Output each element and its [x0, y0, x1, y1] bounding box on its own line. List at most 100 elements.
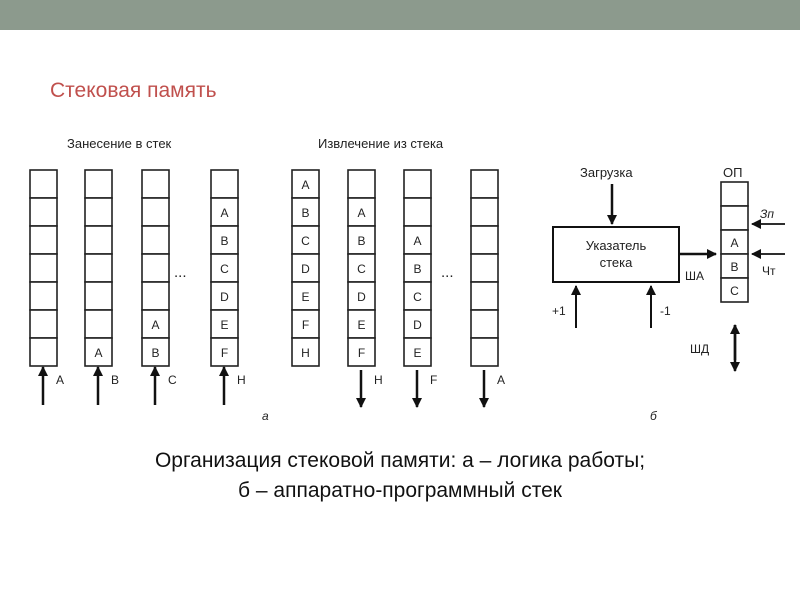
stack-cell — [141, 225, 170, 255]
stack-cell — [347, 169, 376, 199]
diagram-a: Занесение в стек Извлечение из стека AAB… — [29, 136, 505, 423]
stack-cell-value: F — [358, 346, 365, 360]
stack-cell — [29, 169, 58, 199]
top-bar — [0, 0, 800, 30]
stack-cell — [347, 197, 376, 227]
stack-cell — [210, 309, 239, 339]
memory-label: ОП — [723, 165, 742, 180]
stack-cell — [84, 169, 113, 199]
stack-cell — [291, 169, 320, 199]
stack-cell — [141, 197, 170, 227]
stack-cell-value: D — [413, 318, 422, 332]
address-bus-label: ША — [685, 269, 704, 283]
minus-label: -1 — [660, 304, 671, 318]
stack-cell-value: C — [357, 262, 366, 276]
diagram-a-label: а — [262, 409, 269, 423]
slide-title: Стековая память — [50, 79, 217, 102]
stack-cell-value: D — [220, 290, 229, 304]
stack-cell — [470, 169, 499, 199]
memory-cell — [720, 181, 749, 207]
arrow-label: A — [497, 373, 505, 387]
stack-cell-value: A — [301, 178, 309, 192]
memory-column: ABC — [720, 181, 749, 303]
stack-cell-value: E — [357, 318, 365, 332]
stack-cell-value: E — [301, 290, 309, 304]
pointer-label-line1: Указатель — [586, 238, 647, 253]
stack-cell-value: C — [301, 234, 310, 248]
caption-line-2: б – аппаратно-программный стек — [238, 479, 562, 502]
stack-cell — [403, 281, 432, 311]
stack-cell — [141, 253, 170, 283]
stack-cell-value: D — [301, 262, 310, 276]
stack-cell — [29, 225, 58, 255]
plus-label: +1 — [552, 304, 566, 318]
arrow-label: H — [374, 373, 383, 387]
arrow-label: H — [237, 373, 246, 387]
stack-cell — [29, 309, 58, 339]
stack-column: AB — [84, 169, 119, 405]
stack-cell-value: A — [220, 206, 228, 220]
arrow-label: C — [168, 373, 177, 387]
diagram-b-label: б — [650, 409, 658, 423]
arrow-label: A — [56, 373, 64, 387]
stack-cell — [291, 197, 320, 227]
stack-cell — [84, 309, 113, 339]
pointer-label-line2: стека — [600, 255, 634, 270]
stack-cell — [210, 169, 239, 199]
stack-cell — [403, 337, 432, 367]
stack-cell-value: B — [220, 234, 228, 248]
stack-cell — [291, 337, 320, 367]
stack-cell-value: A — [357, 206, 365, 220]
memory-cell — [720, 277, 749, 303]
memory-cell — [720, 205, 749, 231]
stack-cell — [470, 197, 499, 227]
stack-cell — [403, 197, 432, 227]
load-label: Загрузка — [580, 165, 633, 180]
stack-cell — [29, 337, 58, 367]
stack-cell — [141, 337, 170, 367]
arrow-label: F — [430, 373, 437, 387]
stack-cell — [141, 281, 170, 311]
stack-cell — [29, 197, 58, 227]
stack-cell — [84, 197, 113, 227]
stack-column: A — [470, 169, 505, 408]
stack-cell — [84, 281, 113, 311]
stack-cell — [210, 337, 239, 367]
stack-cell — [470, 309, 499, 339]
stack-cell — [84, 225, 113, 255]
stack-cell — [141, 309, 170, 339]
ellipsis-pop: ... — [441, 264, 454, 281]
stack-cell-value: E — [413, 346, 421, 360]
push-heading: Занесение в стек — [67, 136, 172, 151]
stack-column: A — [29, 169, 64, 405]
stack-cell — [470, 281, 499, 311]
arrow-label: B — [111, 373, 119, 387]
stack-cell-value: C — [413, 290, 422, 304]
diagram-b: Загрузка Указатель стека +1 -1 ША ОП ABC… — [552, 165, 785, 423]
stack-cell — [210, 281, 239, 311]
stack-memory-figure: Занесение в стек Извлечение из стека AAB… — [29, 136, 785, 423]
stack-pointer-box — [552, 226, 680, 283]
stack-cell — [470, 337, 499, 367]
stack-cell-value: B — [413, 262, 421, 276]
stack-cell-value: A — [413, 234, 421, 248]
memory-cell-value: A — [730, 236, 738, 250]
pop-heading: Извлечение из стека — [318, 136, 444, 151]
memory-cell-value: C — [730, 284, 739, 298]
stack-column: ABC — [141, 169, 177, 405]
caption-line-1: Организация стековой памяти: а – логика … — [154, 449, 646, 472]
data-bus-label: ШД — [690, 342, 709, 356]
stack-cell — [470, 225, 499, 255]
stack-cell-value: F — [302, 318, 309, 332]
stack-cell-value: B — [151, 346, 159, 360]
stack-cell — [29, 281, 58, 311]
stack-cell — [347, 253, 376, 283]
read-label: Чт — [762, 264, 776, 278]
stack-cell-value: B — [301, 206, 309, 220]
stack-cell — [84, 253, 113, 283]
